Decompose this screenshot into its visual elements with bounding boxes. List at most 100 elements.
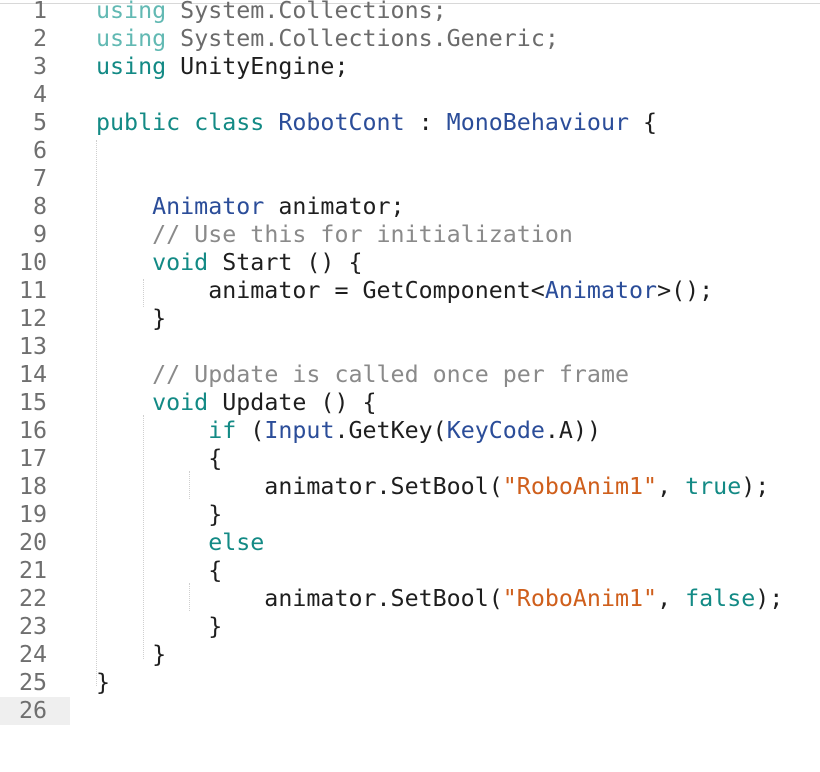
code-token: animator.SetBool(: [96, 585, 503, 612]
code-token: [180, 109, 194, 136]
code-line[interactable]: 15 void Update () {: [0, 389, 820, 417]
code-line[interactable]: 12 }: [0, 305, 820, 333]
code-line[interactable]: 13: [0, 333, 820, 361]
line-number: 12: [18, 305, 47, 332]
code-line[interactable]: 23 }: [0, 613, 820, 641]
current-line-highlight: [0, 697, 70, 725]
code-text: animator = GetComponent<Animator>();: [96, 277, 713, 305]
code-text: }: [96, 641, 166, 669]
indent-guide: [143, 279, 144, 307]
top-border: [0, 3, 820, 4]
code-text: if (Input.GetKey(KeyCode.A)): [96, 417, 601, 445]
code-text: }: [96, 501, 222, 529]
line-number: 3: [32, 53, 47, 80]
code-token: ,: [657, 473, 686, 500]
indent-guide: [189, 583, 190, 611]
code-text: // Use this for initialization: [96, 221, 573, 249]
code-line[interactable]: 25}: [0, 669, 820, 697]
code-token: {: [629, 109, 658, 136]
line-number: 14: [18, 361, 47, 388]
line-number: 2: [32, 25, 47, 52]
line-number: 5: [32, 109, 47, 136]
code-line[interactable]: 26: [0, 697, 820, 725]
code-token: "RoboAnim1": [502, 585, 658, 612]
line-number: 25: [18, 669, 47, 696]
code-token: );: [741, 473, 770, 500]
code-text: }: [96, 669, 110, 697]
line-number: 10: [18, 249, 47, 276]
code-line[interactable]: 18 animator.SetBool("RoboAnim1", true);: [0, 473, 820, 501]
code-token: MonoBehaviour: [446, 109, 630, 136]
code-text: {: [96, 445, 222, 473]
code-text: animator.SetBool("RoboAnim1", true);: [96, 473, 769, 501]
code-text: void Start () {: [96, 249, 363, 277]
code-token: }: [96, 669, 111, 696]
code-token: [96, 361, 152, 388]
code-line[interactable]: 17 {: [0, 445, 820, 473]
code-token: ,: [657, 585, 686, 612]
code-token: [96, 193, 152, 220]
code-text: }: [96, 613, 222, 641]
code-line[interactable]: 6: [0, 137, 820, 165]
code-token: [264, 109, 278, 136]
line-number: 11: [18, 277, 47, 304]
code-line[interactable]: 22 animator.SetBool("RoboAnim1", false);: [0, 585, 820, 613]
code-token: [96, 389, 152, 416]
code-token: }: [96, 613, 223, 640]
code-token: using: [96, 53, 167, 80]
line-number: 7: [32, 165, 47, 192]
code-text: {: [96, 557, 222, 585]
code-line[interactable]: 7: [0, 165, 820, 193]
code-token: [96, 529, 208, 556]
code-token: (: [236, 417, 265, 444]
code-token: System.Collections.Generic;: [166, 25, 559, 52]
code-token: [96, 221, 152, 248]
line-number: 20: [18, 529, 47, 556]
code-text: using System.Collections.Generic;: [96, 25, 559, 53]
code-token: }: [96, 641, 167, 668]
code-line[interactable]: 10 void Start () {: [0, 249, 820, 277]
indent-guide: [96, 140, 97, 686]
line-number: 24: [18, 641, 47, 668]
code-token: UnityEngine;: [166, 53, 349, 80]
line-number: 15: [18, 389, 47, 416]
code-line[interactable]: 19 }: [0, 501, 820, 529]
code-text: using UnityEngine;: [96, 53, 348, 81]
code-token: {: [96, 445, 223, 472]
code-line[interactable]: 8 Animator animator;: [0, 193, 820, 221]
code-token: animator = GetComponent<: [96, 277, 545, 304]
code-token: void: [152, 249, 209, 276]
code-text: else: [96, 529, 264, 557]
line-number: 21: [18, 557, 47, 584]
code-token: .A)): [544, 417, 601, 444]
code-line[interactable]: 2 using System.Collections.Generic;: [0, 25, 820, 53]
code-line[interactable]: 24 }: [0, 641, 820, 669]
line-number: 26: [18, 697, 47, 724]
code-token: animator.SetBool(: [96, 473, 503, 500]
code-text: Animator animator;: [96, 193, 404, 221]
code-token: }: [96, 305, 167, 332]
code-token: true: [685, 473, 742, 500]
code-token: Animator: [152, 193, 265, 220]
code-token: {: [96, 557, 223, 584]
code-token: using: [96, 0, 167, 24]
code-line[interactable]: 4: [0, 81, 820, 109]
code-token: }: [96, 501, 223, 528]
code-line[interactable]: 14 // Update is called once per frame: [0, 361, 820, 389]
line-number: 22: [18, 585, 47, 612]
code-line[interactable]: 9 // Use this for initialization: [0, 221, 820, 249]
code-line[interactable]: 3 using UnityEngine;: [0, 53, 820, 81]
code-line[interactable]: 20 else: [0, 529, 820, 557]
code-token: Start () {: [208, 249, 363, 276]
line-number: 8: [32, 193, 47, 220]
line-number: 13: [18, 333, 47, 360]
code-line[interactable]: 16 if (Input.GetKey(KeyCode.A)): [0, 417, 820, 445]
indent-guide: [189, 471, 190, 499]
code-line[interactable]: 11 animator = GetComponent<Animator>();: [0, 277, 820, 305]
code-line[interactable]: 21 {: [0, 557, 820, 585]
code-token: RobotCont: [278, 109, 405, 136]
line-number: 1: [32, 0, 47, 24]
